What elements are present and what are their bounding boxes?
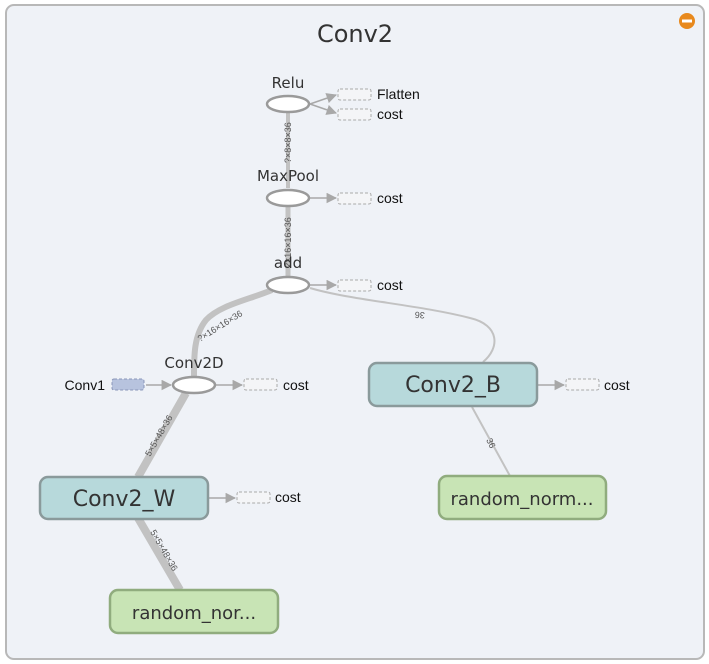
output-conv2d-cost[interactable]: cost bbox=[243, 377, 309, 393]
output-conv2b-cost-stub[interactable] bbox=[565, 378, 600, 391]
edge-label-add-maxpool: ?×16×16×36 bbox=[283, 217, 293, 268]
node-conv2-b-box[interactable] bbox=[367, 361, 539, 408]
edge-label-maxpool-relu: ?×8×8×36 bbox=[283, 122, 293, 163]
node-maxpool-label: MaxPool bbox=[257, 167, 319, 185]
edge-add-maxpool: ?×16×16×36 bbox=[283, 207, 293, 276]
node-relu-label: Relu bbox=[272, 74, 305, 92]
output-maxpool-cost-label: cost bbox=[377, 190, 403, 206]
output-flatten-label: Flatten bbox=[377, 86, 420, 102]
arrow-relu-flatten bbox=[309, 93, 337, 105]
input-conv1[interactable]: Conv1 bbox=[65, 377, 145, 393]
group-title: Conv2 bbox=[317, 20, 393, 48]
output-relu-cost-stub[interactable] bbox=[337, 108, 372, 121]
output-conv2b-cost[interactable]: cost bbox=[565, 377, 630, 393]
node-add-label: add bbox=[274, 254, 302, 272]
output-flatten-stub[interactable] bbox=[337, 88, 372, 101]
input-conv1-label: Conv1 bbox=[65, 377, 106, 393]
node-random-normal-w[interactable]: random_nor... bbox=[108, 588, 280, 635]
arrow-relu-cost bbox=[309, 103, 337, 115]
node-random-normal-b-label: random_norm... bbox=[450, 489, 593, 510]
edge-label-random-conv2b: 36 bbox=[484, 436, 497, 449]
node-random-normal-b-box[interactable] bbox=[437, 474, 608, 521]
output-flatten[interactable]: Flatten bbox=[337, 86, 420, 102]
edge-maxpool-relu: ?×8×8×36 bbox=[283, 113, 293, 188]
output-maxpool-cost-stub[interactable] bbox=[337, 192, 372, 205]
node-add[interactable]: add bbox=[265, 254, 311, 295]
edge-conv2b-add: 36 bbox=[309, 287, 496, 363]
node-random-normal-w-box[interactable] bbox=[108, 588, 280, 635]
node-relu[interactable]: Relu bbox=[265, 74, 311, 114]
node-conv2d[interactable]: Conv2D bbox=[164, 354, 224, 395]
node-conv2d-label: Conv2D bbox=[164, 354, 223, 372]
edge-random-conv2b: 36 bbox=[471, 406, 511, 477]
node-random-normal-b[interactable]: random_norm... bbox=[437, 474, 608, 521]
output-conv2w-cost-label: cost bbox=[275, 489, 301, 505]
edge-label-conv2b-add: 36 bbox=[414, 310, 425, 321]
minus-circle-icon[interactable] bbox=[679, 13, 695, 29]
node-conv2-w-label: Conv2_W bbox=[73, 487, 176, 512]
node-conv2-w[interactable]: Conv2_W bbox=[38, 475, 210, 521]
output-maxpool-cost[interactable]: cost bbox=[337, 190, 403, 206]
node-conv2-b-label: Conv2_B bbox=[405, 373, 501, 398]
output-conv2w-cost-stub[interactable] bbox=[236, 491, 271, 504]
output-conv2b-cost-label: cost bbox=[604, 377, 630, 393]
output-conv2w-cost[interactable]: cost bbox=[236, 489, 301, 505]
node-random-normal-w-label: random_nor... bbox=[132, 603, 256, 624]
node-conv2-w-box[interactable] bbox=[38, 475, 210, 521]
node-maxpool[interactable]: MaxPool bbox=[257, 167, 319, 208]
output-add-cost-label: cost bbox=[377, 277, 403, 293]
output-conv2d-cost-stub[interactable] bbox=[243, 378, 278, 391]
output-add-cost-stub[interactable] bbox=[337, 279, 372, 292]
node-conv2-b[interactable]: Conv2_B bbox=[367, 361, 539, 408]
output-relu-cost-label: cost bbox=[377, 106, 403, 122]
group-frame bbox=[5, 4, 705, 660]
output-conv2d-cost-label: cost bbox=[283, 377, 309, 393]
node-maxpool-ellipse[interactable] bbox=[265, 188, 311, 208]
output-relu-cost[interactable]: cost bbox=[337, 106, 403, 122]
node-conv2d-ellipse[interactable] bbox=[171, 375, 217, 395]
node-relu-ellipse[interactable] bbox=[265, 94, 311, 114]
input-conv1-stub[interactable] bbox=[111, 378, 145, 391]
output-add-cost[interactable]: cost bbox=[337, 277, 403, 293]
node-add-ellipse[interactable] bbox=[265, 275, 311, 295]
